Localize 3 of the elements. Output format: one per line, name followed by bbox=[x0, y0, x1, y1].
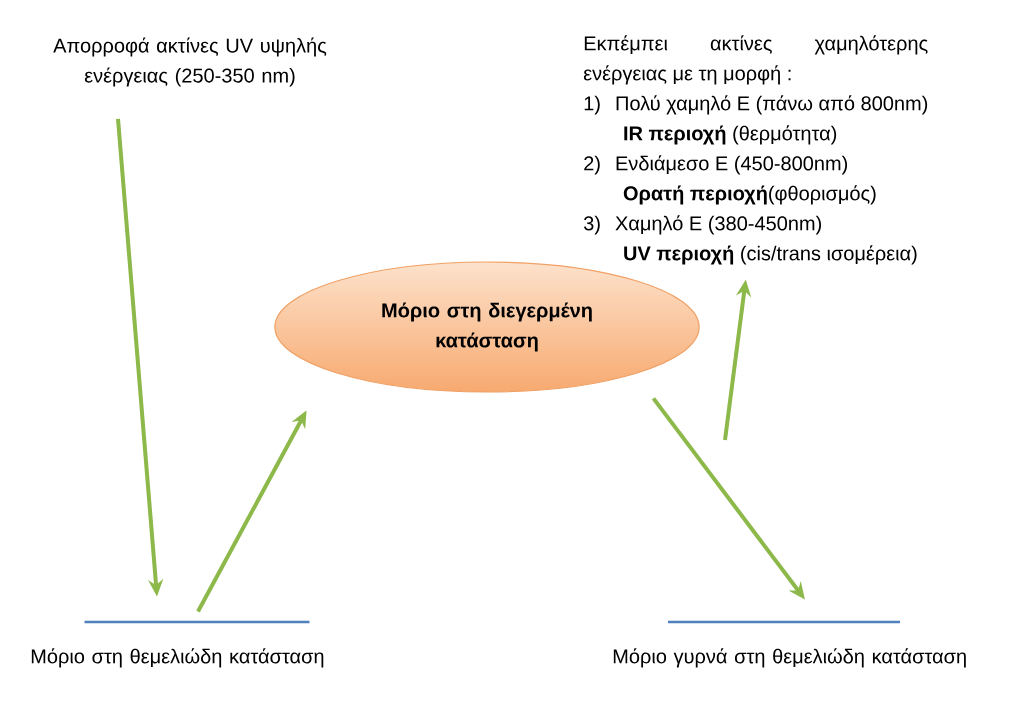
state-label: Μόριο στη θεμελιώδη κατάσταση bbox=[31, 648, 324, 668]
annotation-text: Απορροφά ακτίνες UV υψηλής ενέργειας (250-350 nm) bbox=[53, 37, 327, 87]
state-label: Μόριο γυρνά στη θεμελιώδη κατάσταση bbox=[613, 648, 966, 668]
